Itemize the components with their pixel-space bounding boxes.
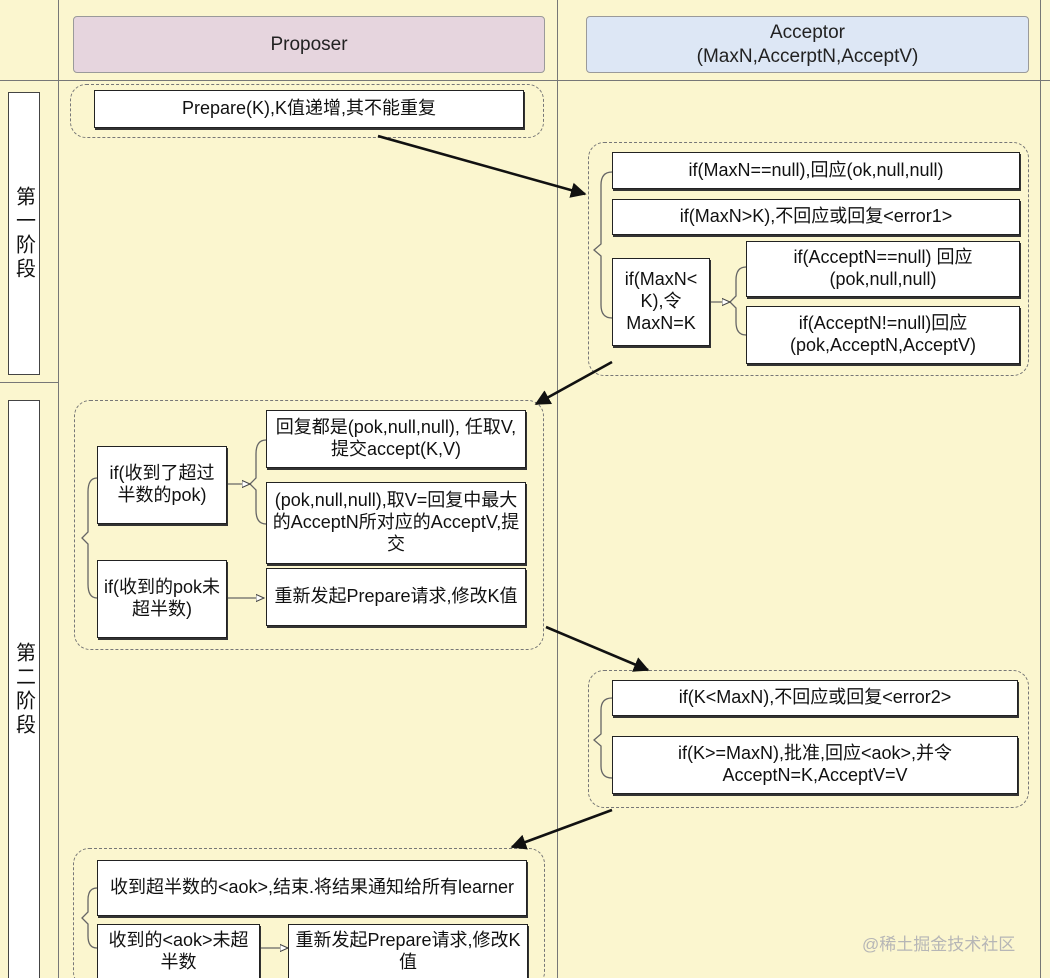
- acceptor-header-title: Acceptor: [770, 21, 845, 43]
- bracket-majority: [249, 439, 267, 525]
- bracket-phase2-acceptor: [593, 697, 613, 779]
- accepted-handling-group: [73, 848, 545, 978]
- maxn-gt-k-box: if(MaxN>K),不回应或回复<error1>: [612, 199, 1020, 235]
- aok-majority-box: 收到超半数的<aok>,结束.将结果通知给所有learner: [97, 860, 527, 916]
- bracket-maxn-lt-k: [729, 266, 747, 336]
- proposer-header-label: Proposer: [270, 33, 348, 55]
- aok-not-majority-box: 收到的<aok>未超半数: [97, 924, 260, 978]
- maxn-null-box: if(MaxN==null),回应(ok,null,null): [612, 152, 1020, 189]
- arrow-response-to-proposer: [534, 360, 613, 406]
- phase-one-label: 第一阶段: [8, 92, 40, 375]
- arrow-accepted-to-proposer: [510, 808, 613, 850]
- acceptn-null-box: if(AcceptN==null) 回应(pok,null,null): [746, 241, 1020, 297]
- k-ge-maxn-box: if(K>=MaxN),批准,回应<aok>,并令AcceptN=K,Accep…: [612, 736, 1018, 794]
- arrow-prepare-to-acceptor: [377, 134, 587, 198]
- promise-handling-group: [74, 400, 544, 650]
- header-divider: [0, 80, 1050, 81]
- k-lt-maxn-box: if(K<MaxN),不回应或回复<error2>: [612, 680, 1018, 716]
- proposer-header: Proposer: [73, 16, 545, 73]
- phase-divider: [0, 382, 58, 383]
- restart-prepare-box: 重新发起Prepare请求,修改K值: [266, 568, 526, 626]
- final-restart-box: 重新发起Prepare请求,修改K值: [288, 924, 528, 978]
- arrow-accept-to-acceptor: [545, 625, 650, 672]
- accept-response-group: [588, 670, 1029, 808]
- acceptor-header: Acceptor (MaxN,AccerptN,AcceptV): [586, 16, 1029, 73]
- all-null-box: 回复都是(pok,null,null), 任取V,提交accept(K,V): [266, 410, 526, 468]
- prepare-group: [70, 84, 544, 138]
- lane-divider-middle: [557, 0, 558, 978]
- received-majority-box: if(收到了超过半数的pok): [97, 446, 227, 524]
- bracket-phase1-acceptor: [593, 171, 613, 319]
- not-all-null-box: (pok,null,null),取V=回复中最大的AcceptN所对应的Acce…: [266, 482, 526, 564]
- prepare-response-group: [588, 142, 1029, 376]
- lane-divider-left: [58, 0, 59, 978]
- maxn-lt-k-box: if(MaxN< K),令 MaxN=K: [612, 258, 710, 346]
- not-majority-box: if(收到的pok未超半数): [97, 560, 227, 638]
- bracket-phase2-proposer: [81, 477, 98, 599]
- lane-divider-right: [1040, 0, 1041, 978]
- acceptor-header-fields: (MaxN,AccerptN,AcceptV): [696, 45, 919, 67]
- bracket-final-proposer: [81, 887, 98, 949]
- prepare-box: Prepare(K),K值递增,其不能重复: [94, 90, 524, 128]
- watermark: @稀土掘金技术社区: [862, 935, 1016, 954]
- phase-two-label: 第二阶段: [8, 400, 40, 978]
- acceptn-not-null-box: if(AcceptN!=null)回应 (pok,AcceptN,AcceptV…: [746, 306, 1020, 364]
